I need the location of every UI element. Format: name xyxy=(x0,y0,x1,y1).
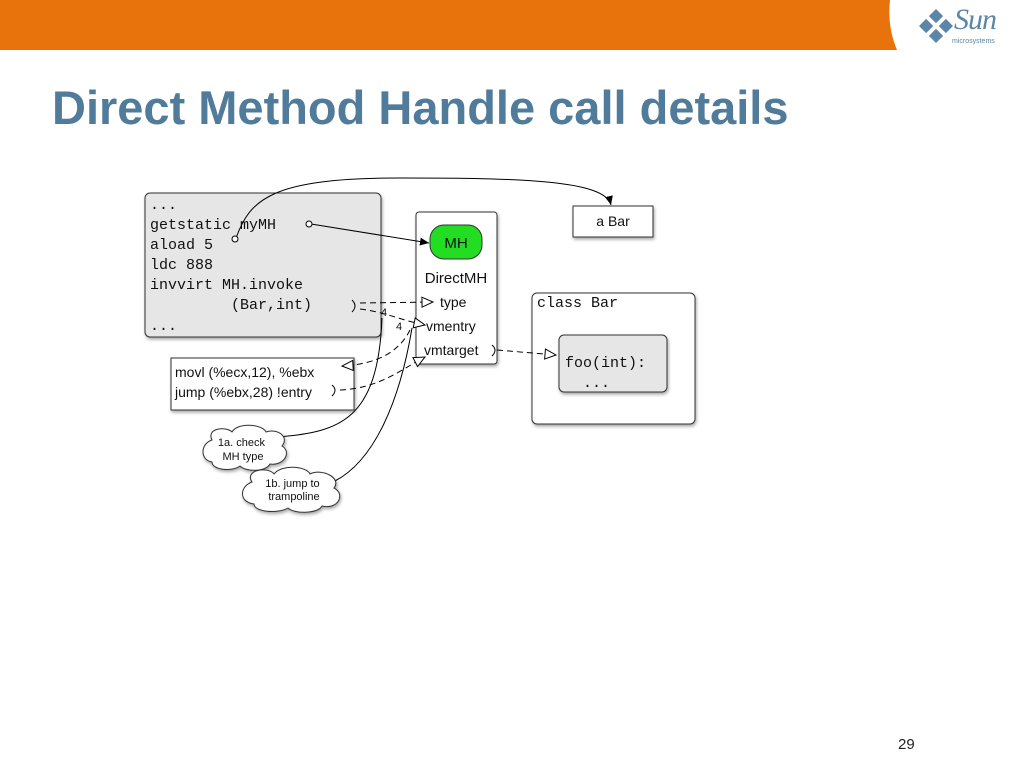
callout-1b: 1b. jump to trampoline xyxy=(242,466,341,513)
edge-aload-to-bar xyxy=(235,177,613,239)
edge-label-4: 4 xyxy=(381,307,387,319)
svg-text:1a. check MH type: 1a. check MH type xyxy=(218,437,268,463)
brace-jump xyxy=(331,384,336,397)
method-foo-box xyxy=(558,334,668,393)
callout-1b-line: trampoline xyxy=(268,491,319,503)
edge-origin-dot xyxy=(231,235,239,243)
bytecode-box: ... getstatic myMH aload 5 ldc 888 invvi… xyxy=(0,0,382,338)
bytecode-line: ... xyxy=(150,318,177,335)
svg-text:1b. jump to trampoline: 1b. jump to trampoline xyxy=(265,478,322,503)
bytecode-line: aload 5 xyxy=(150,237,213,254)
svg-text:... getstatic myMH: ... getstatic myMH aload 5 ldc 888 invvi… xyxy=(0,0,375,335)
brand-name: Sun xyxy=(954,3,997,36)
page-number: 29 xyxy=(898,736,915,753)
callout-1a: 1a. check MH type xyxy=(202,424,287,471)
edge-vmentry-to-movl xyxy=(340,329,411,372)
machine-code-box: movl (%ecx,12), %ebx jump (%ebx,28) !ent… xyxy=(170,357,355,411)
machine-code-line: movl (%ecx,12), %ebx xyxy=(175,364,314,380)
callout-1a-line: 1a. check xyxy=(218,437,266,449)
class-bar-box: class Bar foo(int): ... xyxy=(0,0,709,425)
bytecode-line: ... xyxy=(150,197,177,214)
bytecode-line: invvirt MH.invoke xyxy=(150,277,303,294)
svg-text:movl (%ecx,12), %ebx jum: movl (%ecx,12), %ebx jump (%ebx,28) !ent… xyxy=(174,364,318,400)
mh-field-vmentry: vmentry xyxy=(426,318,476,334)
edge-origin-dot xyxy=(305,220,313,228)
brace-vmtarget xyxy=(491,344,496,357)
brand-tagline: microsystems xyxy=(952,38,995,45)
bytecode-line: ldc 888 xyxy=(150,257,213,274)
mh-object-box: MH DirectMH type vmentry vmtarget xyxy=(415,211,498,365)
class-bar-header: class Bar xyxy=(537,295,618,312)
edge-mymh-to-mh xyxy=(310,223,430,246)
mh-field-vmtarget: vmtarget xyxy=(424,342,479,358)
bar-instance-box: a Bar xyxy=(572,205,654,238)
mh-badge xyxy=(429,224,483,260)
machine-code-line: jump (%ebx,28) !entry xyxy=(174,384,312,400)
connectors xyxy=(231,177,613,482)
bar-instance-label: a Bar xyxy=(596,213,630,229)
sun-logo-icon xyxy=(919,9,953,43)
svg-text:foo(int): ...: foo(int): ... xyxy=(0,0,709,392)
bytecode-line: (Bar,int) xyxy=(150,297,312,314)
mh-field-type: type xyxy=(440,294,467,310)
page-title: Direct Method Handle call details xyxy=(52,81,789,134)
callout-1a-line: MH type xyxy=(223,451,264,463)
edge-signature-to-vmentry xyxy=(359,308,427,329)
mh-type-name: DirectMH xyxy=(425,270,488,287)
brace-signature xyxy=(351,299,356,313)
callout-1b-line: 1b. jump to xyxy=(265,478,319,490)
callout-1b-leader xyxy=(334,327,413,482)
mh-badge-label: MH xyxy=(444,235,467,252)
method-line: ... xyxy=(565,375,610,392)
edge-jump-to-vmtarget xyxy=(339,356,427,391)
edge-signature-to-type xyxy=(359,296,435,308)
header-bar xyxy=(0,0,897,50)
callout-1a-leader xyxy=(277,317,383,438)
bytecode-line: getstatic myMH xyxy=(150,217,276,234)
edge-label-4: 4 xyxy=(396,321,402,333)
method-line: foo(int): xyxy=(565,355,646,372)
